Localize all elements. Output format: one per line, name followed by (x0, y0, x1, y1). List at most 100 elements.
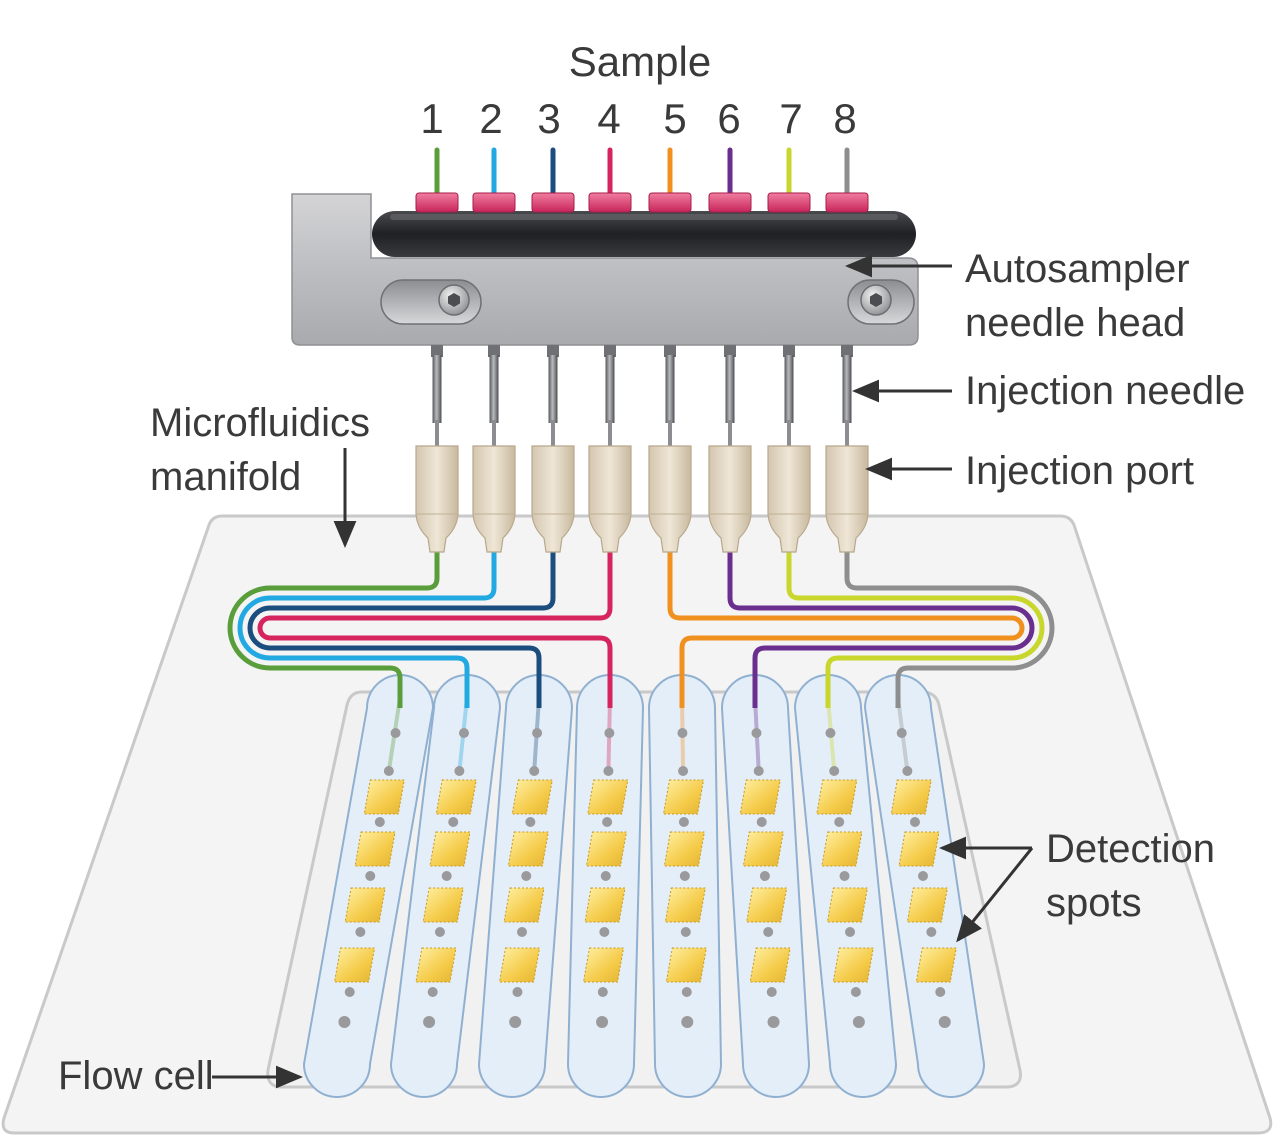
injection-port (708, 445, 752, 553)
injection-needle (784, 355, 794, 423)
needle-collar (664, 345, 676, 357)
lane-port-dot (680, 927, 691, 937)
sample-cap (648, 192, 692, 213)
flow-cell-label: Flow cell (58, 1054, 214, 1098)
detection-spot (664, 887, 706, 923)
detection-spots-label: Detection spots (1046, 827, 1226, 925)
channel-6 (727, 552, 1035, 708)
channel-8 (844, 552, 1055, 708)
injection-port-label: Injection port (965, 449, 1194, 493)
detection-spot (587, 779, 629, 815)
injection-port (648, 445, 692, 553)
lane-port-dot (926, 927, 937, 937)
detection-spot (832, 947, 874, 983)
detection-spot (429, 831, 471, 867)
detection-spot (344, 887, 386, 923)
lane-port-dot (825, 728, 836, 738)
detection-spot (584, 887, 626, 923)
channel-4 (257, 552, 613, 708)
lane-port-dot (383, 766, 394, 776)
lane-port-dot (517, 927, 528, 937)
needle-tip (492, 420, 496, 450)
lane-port-dot (599, 927, 610, 937)
detection-spot (816, 779, 858, 815)
lane-port-dot (458, 728, 469, 738)
lane-port-dot (902, 766, 913, 776)
lane-port-dot (512, 987, 523, 997)
lane-port-dot (454, 766, 465, 776)
needle-tip (845, 420, 849, 450)
lane-port-dot (525, 817, 536, 827)
flow-lane (793, 674, 898, 1098)
detection-spot (898, 831, 940, 867)
detection-spot (498, 947, 541, 983)
injection-port (531, 445, 575, 553)
channel-2 (237, 552, 497, 708)
lane-port-dot (896, 728, 907, 738)
detection-spot (826, 887, 868, 923)
detection-spot (665, 947, 707, 983)
needle-tip (435, 420, 439, 450)
lane-port-dot (850, 987, 861, 997)
lane-port-dot (845, 927, 856, 937)
injection-ports (415, 445, 869, 553)
needle-collar (724, 345, 736, 357)
lane-port-dot (753, 766, 764, 776)
injection-needle (605, 355, 615, 423)
detection-spot (662, 779, 705, 815)
lane-port-dot (441, 871, 452, 881)
detection-spot (746, 887, 788, 923)
needle-tip (668, 420, 672, 450)
lane-port-dot (509, 1016, 522, 1028)
arrow-icon (956, 847, 1034, 943)
sample-cap (767, 192, 811, 213)
detection-spot (422, 887, 464, 923)
lane-port-dot (678, 817, 689, 827)
autosampler-label: Autosampler needle head (965, 247, 1201, 345)
detection-spot (742, 831, 784, 867)
lane-port-dot (938, 1016, 951, 1028)
flow-lane (647, 674, 723, 1098)
detection-spot (363, 779, 405, 815)
hex-screw-icon (438, 284, 470, 316)
injection-needle (489, 355, 499, 423)
lane-port-dot (766, 987, 777, 997)
detection-spot (582, 947, 625, 983)
lane-port-dot (597, 987, 608, 997)
detection-spot (435, 779, 477, 815)
sample-number: 3 (537, 95, 560, 142)
detection-spot (906, 887, 948, 923)
lane-port-dot (681, 987, 692, 997)
channel-1 (227, 552, 440, 708)
lane-port-dot (600, 871, 611, 881)
detection-spot (749, 947, 791, 983)
sample-number: 2 (479, 95, 502, 142)
lane-port-dot (909, 817, 920, 827)
lane-port-dot (767, 1016, 780, 1028)
sample-cap (588, 192, 632, 213)
detection-spot (415, 947, 457, 983)
flow-lane (566, 674, 645, 1098)
lane-port-dot (365, 871, 376, 881)
detection-spot (354, 831, 396, 867)
needle-tip (608, 420, 612, 450)
detection-spot (890, 779, 932, 815)
lane-port-dot (759, 871, 770, 881)
manifold-channels (227, 552, 1055, 708)
lane-port-dot (834, 817, 845, 827)
lane-port-dot (679, 871, 690, 881)
detection-spot (915, 947, 957, 983)
lane-port-dot (355, 927, 366, 937)
lane-port-dot (448, 817, 459, 827)
lane-port-dot (603, 766, 614, 776)
needle-collar (783, 345, 795, 357)
sample-title: Sample (569, 38, 711, 85)
lane-port-dot (935, 987, 946, 997)
channel-5 (667, 552, 1025, 708)
hex-screw-icon (860, 284, 892, 316)
detection-spot (507, 831, 549, 867)
lane-port-dot (344, 987, 355, 997)
lane-port-dot (839, 871, 850, 881)
injection-needle-label: Injection needle (965, 369, 1245, 413)
injection-needles (431, 345, 853, 450)
